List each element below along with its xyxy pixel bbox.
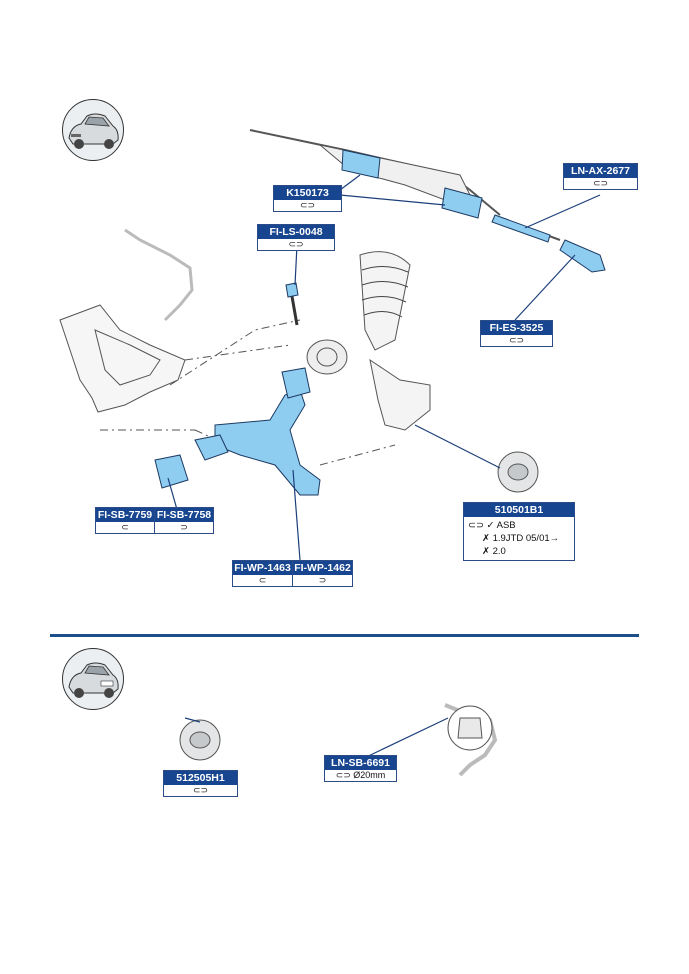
label-fi-es-3525: FI-ES-3525 ⊂⊃: [480, 320, 553, 347]
compatibility-notes: ⊂⊃ ✓ ASB ✗ 1.9JTD 05/01→ ✗ 2.0: [464, 517, 574, 560]
part-number: K150173: [274, 186, 341, 200]
rear-car-icon: [62, 648, 124, 710]
arm-bushing-front: [194, 434, 229, 461]
section-divider: [50, 634, 639, 637]
sides-indicator: ⊃: [180, 522, 188, 532]
part-number: LN-SB-6691: [325, 756, 396, 770]
label-ln-sb-6691: LN-SB-6691 ⊂⊃ Ø20mm: [324, 755, 397, 782]
tie-rod-end: [559, 239, 606, 273]
subframe-bushing: [154, 454, 189, 489]
stabilizer-bar-outline: [124, 228, 194, 322]
link-ball-joint: [285, 282, 299, 298]
label-fi-ls-0048: FI-LS-0048 ⊂⊃: [257, 224, 335, 251]
front-car-icon: [62, 99, 124, 161]
arm-bushing-rear: [281, 367, 311, 399]
label-fi-sb-pair: FI-SB-7759 ⊂ FI-SB-7758 ⊃: [95, 507, 214, 534]
control-arm: [214, 389, 321, 496]
sides-indicator: ⊂: [258, 575, 267, 585]
sides-indicator: ⊃: [318, 575, 327, 585]
part-number: LN-AX-2677: [564, 164, 637, 178]
subframe-outline: [59, 304, 186, 413]
sides-indicator: ⊂: [121, 522, 129, 532]
steering-boot-right: [441, 187, 483, 219]
part-number: 512505H1: [164, 771, 237, 785]
axial-joint: [491, 214, 551, 243]
bearing-thumbnail: [179, 451, 539, 761]
part-number: 510501B1: [464, 503, 574, 517]
part-number: FI-SB-7759: [96, 508, 154, 522]
note-line-1: ⊂⊃ ✓ ASB: [468, 520, 516, 531]
note-line-2: ✗ 1.9JTD 05/01→: [482, 533, 560, 544]
label-ln-ax-2677: LN-AX-2677 ⊂⊃: [563, 163, 638, 190]
part-number: FI-ES-3525: [481, 321, 552, 335]
label-fi-wp-pair: FI-WP-1463 ⊂ FI-WP-1462 ⊃: [232, 560, 353, 587]
sides-indicator: ⊂⊃: [592, 178, 609, 188]
label-k150173: K150173 ⊂⊃: [273, 185, 342, 212]
part-number: FI-WP-1463: [233, 561, 292, 575]
sides-indicator: ⊂⊃: [508, 335, 525, 345]
label-512505h1: 512505H1 ⊂⊃: [163, 770, 238, 797]
sides-indicator: ⊂⊃: [288, 239, 304, 249]
sides-indicator: ⊂⊃: [192, 785, 209, 795]
part-number: FI-SB-7758: [155, 508, 213, 522]
sides-indicator: ⊂⊃ Ø20mm: [335, 770, 386, 780]
part-number: FI-LS-0048: [258, 225, 334, 239]
part-number: FI-WP-1462: [293, 561, 352, 575]
steering-boot-left: [341, 149, 381, 179]
note-line-3: ✗ 2.0: [482, 546, 506, 557]
label-510501b1: 510501B1 ⊂⊃ ✓ ASB ✗ 1.9JTD 05/01→ ✗ 2.0: [463, 502, 575, 561]
sides-indicator: ⊂⊃: [299, 200, 316, 210]
